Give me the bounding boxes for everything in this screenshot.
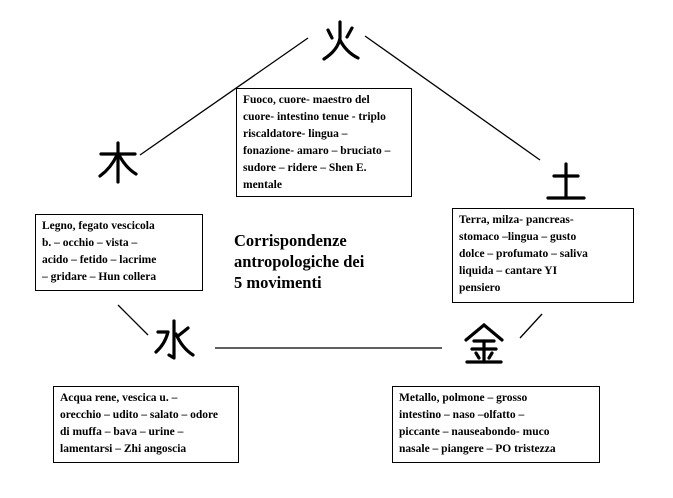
earth-line: dolce – profumato – saliva [459,248,588,260]
fire-line: fonazione- amaro – bruciato – [243,145,391,157]
title-line: Corrispondenze [234,231,347,250]
earth-line: liquida – cantare YI [459,265,558,277]
metal-character-icon [464,323,504,364]
water-line: lamentarsi – Zhi angoscia [60,443,187,455]
earth-line: pensiero [459,282,501,294]
fire-description-box: Fuoco, cuore- maestro del cuore- intesti… [236,88,412,197]
line-fire-earth [364,35,541,161]
metal-line: nasale – piangere – PO tristezza [399,443,556,455]
fire-line: cuore- intestino tenue - triplo [243,111,386,123]
wood-line: acido – fetido – lacrime [42,254,157,266]
water-line: Acqua rene, vescica u. – [60,392,178,404]
fire-line: Fuoco, cuore- maestro del [243,94,370,106]
water-line: orecchio – udito – salato – odore [60,409,219,421]
metal-description-box: Metallo, polmone – grosso intestino – na… [392,386,600,463]
line-wood-water [117,304,149,336]
earth-line: stomaco –lingua – gusto [459,231,577,243]
title-line: antropologiche dei [234,252,365,271]
earth-line: Terra, milza- pancreas- [459,214,574,226]
line-earth-metal [519,313,543,339]
line-wood-fire [139,37,309,156]
wood-line: – gridare – Hun collera [42,271,157,283]
fire-line: sudore – ridere – Shen E. [243,162,367,174]
metal-line: Metallo, polmone – grosso [399,392,528,404]
fire-line: mentale [243,179,282,191]
title-line: 5 movimenti [234,273,322,292]
wood-line: b. – occhio – vista – [42,237,138,249]
fire-line: riscaldatore- lingua – [243,128,348,140]
metal-line: piccante – nauseabondo- muco [399,426,550,438]
water-description-box: Acqua rene, vescica u. – orecchio – udit… [53,386,239,463]
metal-line: intestino – naso –olfatto – [399,409,525,421]
diagram-title: Corrispondenze antropologiche dei 5 movi… [234,230,364,293]
wood-character-icon [98,141,138,184]
wood-description-box: Legno, fegato vescicola b. – occhio – vi… [35,214,203,291]
earth-character-icon [546,162,586,200]
water-line: di muffa – bava – urine – [60,426,184,438]
fire-character-icon [322,20,360,61]
earth-description-box: Terra, milza- pancreas- stomaco –lingua … [452,208,634,303]
water-character-icon [154,319,195,360]
wood-line: Legno, fegato vescicola [42,220,155,232]
